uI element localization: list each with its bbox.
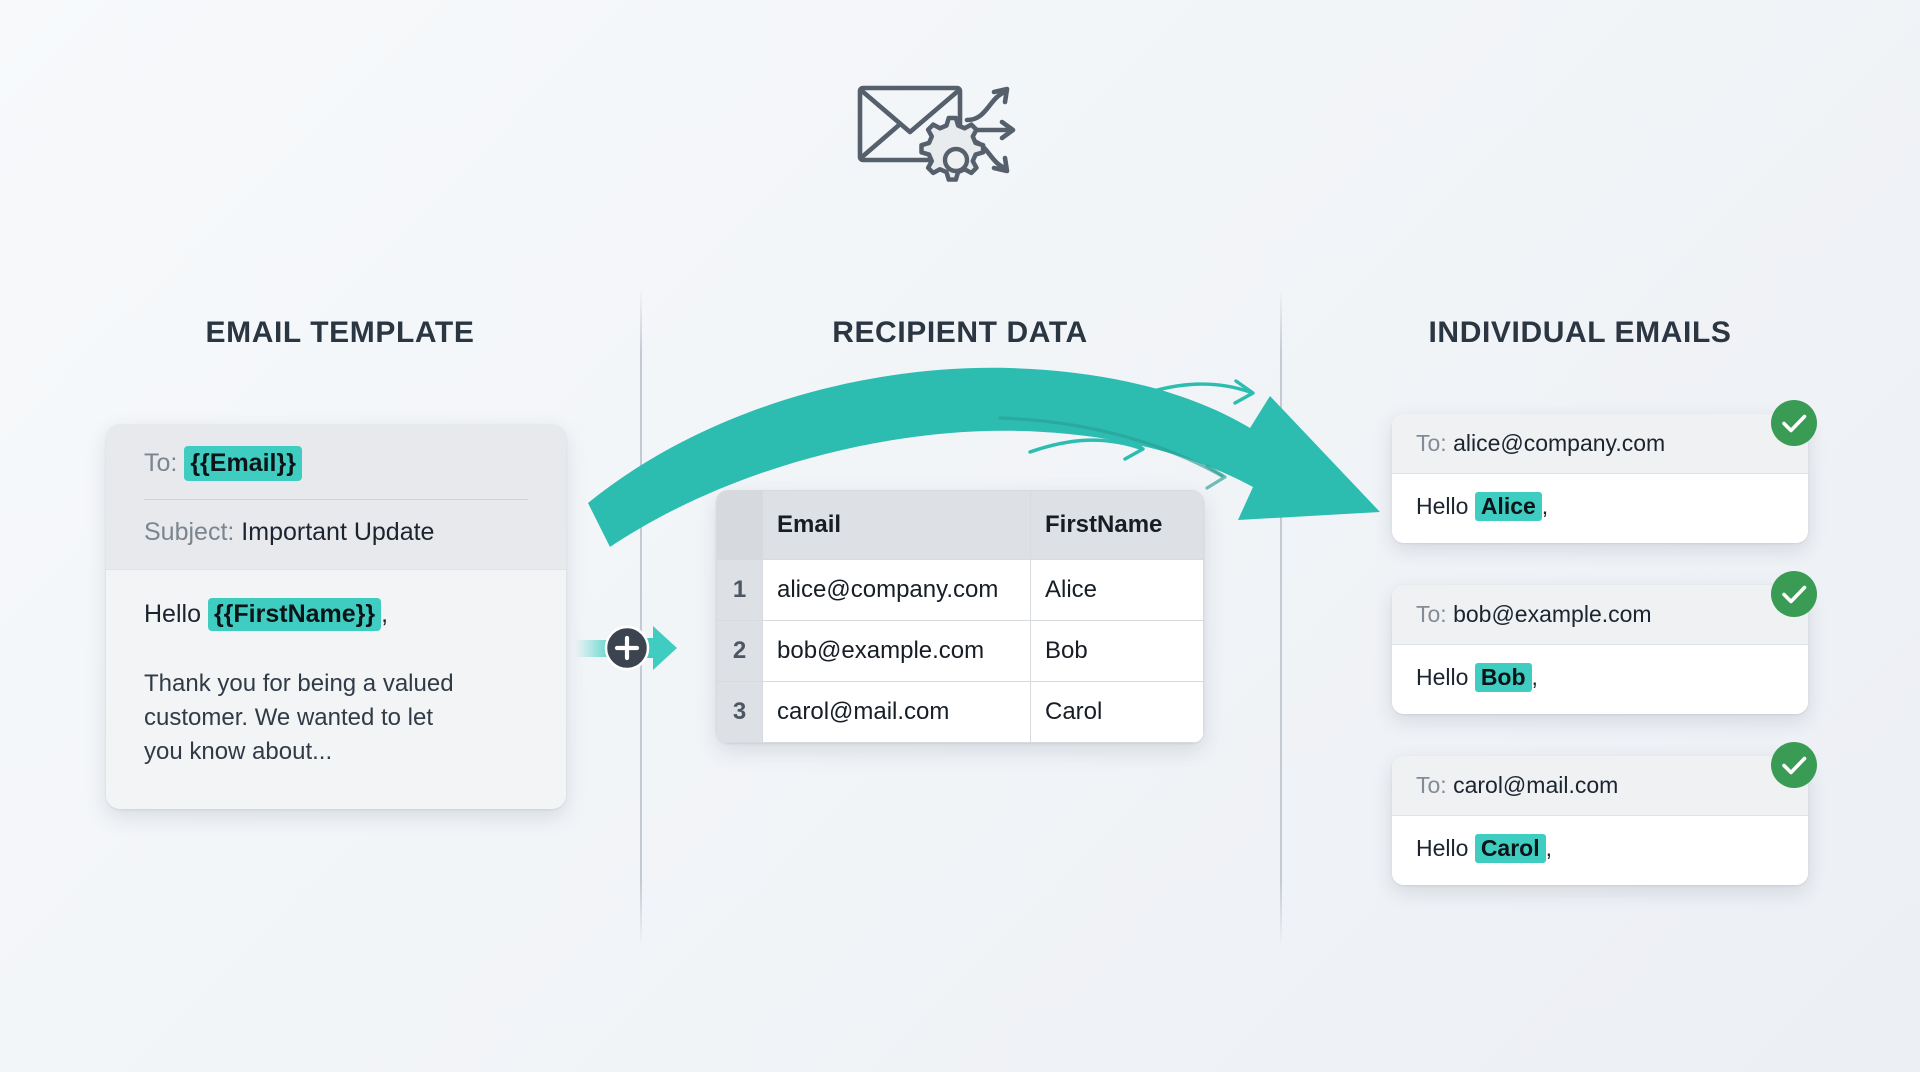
- column-title-individual-emails: INDIVIDUAL EMAILS: [1428, 316, 1732, 349]
- email-to-value: carol@mail.com: [1453, 772, 1619, 798]
- template-to-label: To:: [144, 449, 178, 477]
- email-greeting-suffix: ,: [1541, 493, 1549, 519]
- merge-flow-arrow-inner-arrowhead: [1205, 464, 1227, 490]
- thin-guide-arrowhead-upper: [1233, 379, 1255, 405]
- divider-template-data: [640, 288, 642, 946]
- thin-guide-arrowhead-lower: [1123, 435, 1145, 461]
- template-body: Hello {{FirstName}}, Thank you for being…: [106, 568, 566, 809]
- template-greeting: Hello {{FirstName}},: [144, 597, 528, 631]
- merge-tag-firstname: {{FirstName}}: [207, 597, 382, 631]
- envelope-gear-arrows-icon: [855, 70, 1065, 190]
- email-greeting-prefix: Hello: [1416, 835, 1469, 861]
- table-header-row: Email FirstName: [716, 490, 1204, 560]
- table-header-email: Email: [762, 490, 1031, 560]
- template-to-row: To: {{Email}}: [144, 446, 528, 482]
- merge-flow-arrow-inner-line: [998, 416, 1224, 478]
- email-card-body: Hello Carol,: [1392, 816, 1808, 885]
- template-subject-value: Important Update: [241, 518, 435, 547]
- row-number: 3: [716, 681, 763, 743]
- email-to-label: To:: [1416, 430, 1447, 456]
- template-body-text: Thank you for being a valued customer. W…: [144, 669, 454, 765]
- cell-email[interactable]: alice@company.com: [762, 559, 1031, 621]
- row-number: 1: [716, 559, 763, 621]
- email-to-value: alice@company.com: [1453, 430, 1666, 456]
- email-greeting-prefix: Hello: [1416, 664, 1469, 690]
- arrow-right-icon: [637, 626, 677, 670]
- table-header-firstname: FirstName: [1030, 490, 1204, 560]
- email-card-header: To: alice@company.com: [1392, 414, 1808, 474]
- row-number: 2: [716, 620, 763, 682]
- email-merged-name: Alice: [1474, 492, 1542, 521]
- template-subject-label: Subject:: [144, 518, 235, 547]
- cell-first-name[interactable]: Carol: [1030, 681, 1204, 743]
- email-card-header: To: bob@example.com: [1392, 585, 1808, 645]
- email-greeting-prefix: Hello: [1416, 493, 1469, 519]
- email-merged-name: Bob: [1474, 663, 1532, 692]
- email-card-body: Hello Alice,: [1392, 474, 1808, 543]
- email-to-label: To:: [1416, 601, 1447, 627]
- check-circle-icon: [1771, 742, 1817, 788]
- template-greeting-prefix: Hello: [144, 599, 201, 628]
- merge-connector: [575, 618, 695, 678]
- cell-first-name[interactable]: Alice: [1030, 559, 1204, 621]
- template-header: To: {{Email}} Subject: Important Update: [106, 424, 566, 569]
- email-to-label: To:: [1416, 772, 1447, 798]
- email-greeting-suffix: ,: [1531, 664, 1538, 690]
- divider-data-output: [1280, 288, 1282, 946]
- template-divider: [144, 499, 528, 501]
- check-circle-icon: [1771, 400, 1817, 446]
- table-row[interactable]: 2 bob@example.com Bob: [716, 620, 1204, 682]
- email-card-header: To: carol@mail.com: [1392, 756, 1808, 816]
- table-header-gutter: [716, 490, 763, 560]
- thin-guide-arrow-lower: [1028, 438, 1142, 454]
- thin-guide-arrow-upper: [1138, 382, 1252, 397]
- column-title-recipient-data: RECIPIENT DATA: [832, 316, 1088, 349]
- cell-first-name[interactable]: Bob: [1030, 620, 1204, 682]
- template-greeting-suffix: ,: [381, 599, 389, 628]
- merge-tag-email: {{Email}}: [184, 446, 302, 482]
- table-row[interactable]: 1 alice@company.com Alice: [716, 559, 1204, 621]
- email-card-body: Hello Bob,: [1392, 645, 1808, 714]
- email-to-value: bob@example.com: [1453, 601, 1652, 627]
- recipient-data-table[interactable]: Email FirstName 1 alice@company.com Alic…: [716, 490, 1204, 743]
- email-merged-name: Carol: [1474, 834, 1546, 863]
- email-greeting-suffix: ,: [1545, 835, 1552, 861]
- column-title-email-template: EMAIL TEMPLATE: [205, 316, 475, 349]
- check-circle-icon: [1771, 571, 1817, 617]
- individual-email-card[interactable]: To: alice@company.com Hello Alice,: [1392, 414, 1808, 543]
- individual-email-card[interactable]: To: carol@mail.com Hello Carol,: [1392, 756, 1808, 885]
- individual-email-card[interactable]: To: bob@example.com Hello Bob,: [1392, 585, 1808, 714]
- table-row[interactable]: 3 carol@mail.com Carol: [716, 681, 1204, 743]
- email-template-card[interactable]: To: {{Email}} Subject: Important Update …: [106, 424, 566, 809]
- cell-email[interactable]: carol@mail.com: [762, 681, 1031, 743]
- template-subject-row: Subject: Important Update: [144, 517, 528, 548]
- plus-icon: [614, 635, 640, 661]
- cell-email[interactable]: bob@example.com: [762, 620, 1031, 682]
